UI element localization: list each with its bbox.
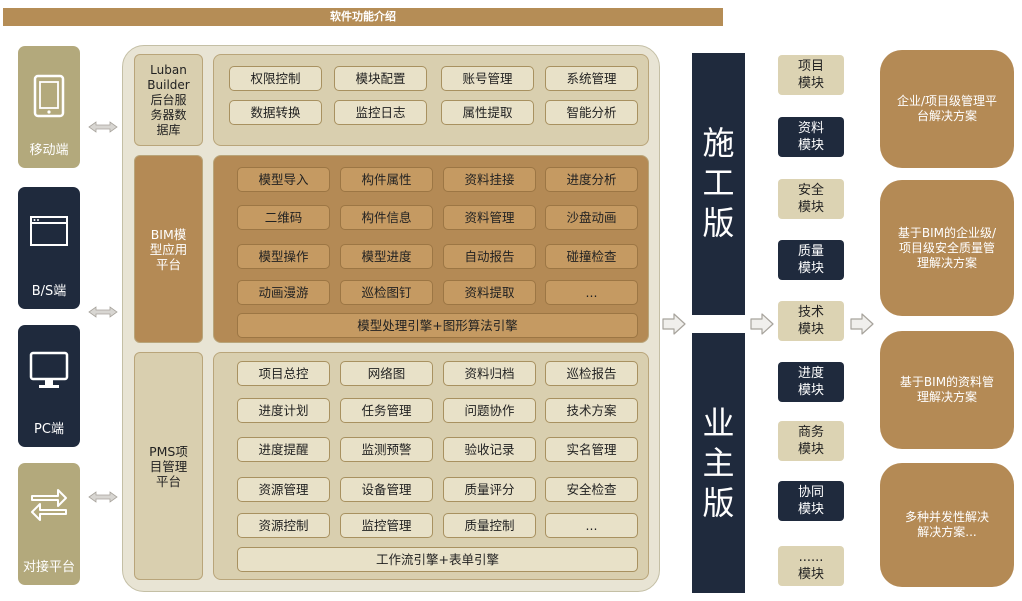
pms-module[interactable]: 质量控制 (443, 513, 536, 538)
module-card[interactable]: 进度 模块 (778, 362, 844, 402)
bim-module[interactable]: 模型进度 (340, 244, 433, 269)
luban-module[interactable]: 数据转换 (229, 100, 322, 125)
bidirectional-arrow-icon (88, 491, 118, 503)
module-card[interactable]: 技术 模块 (778, 301, 844, 341)
module-card[interactable]: ...... 模块 (778, 546, 844, 586)
pms-engine-bar: 工作流引擎+表单引擎 (237, 547, 638, 572)
luban-module[interactable]: 智能分析 (545, 100, 638, 125)
luban-module[interactable]: 账号管理 (441, 66, 534, 91)
client-label: PC端 (34, 422, 64, 437)
client-label: 对接平台 (22, 560, 75, 575)
bim-module[interactable]: 沙盘动画 (545, 205, 638, 230)
bim-module[interactable]: 碰撞检查 (545, 244, 638, 269)
client-bs: B/S端 (18, 187, 80, 309)
module-card[interactable]: 质量 模块 (778, 240, 844, 280)
solution-bubble[interactable]: 多种并发性解决 解决方案... (880, 463, 1014, 587)
exchange-arrows-icon (31, 489, 67, 521)
bim-module[interactable]: 进度分析 (545, 167, 638, 192)
luban-section-label: Luban Builder 后台服 务器数 据库 (134, 54, 203, 146)
luban-module[interactable]: 系统管理 (545, 66, 638, 91)
luban-module[interactable]: 属性提取 (441, 100, 534, 125)
construction-edition-panel[interactable]: 施 工 版 (692, 53, 745, 315)
owner-edition-panel[interactable]: 业 主 版 (692, 333, 745, 593)
pms-modules-panel: 项目总控 网络图 资料归档 巡检报告 进度计划 任务管理 问题协作 技术方案 进… (213, 352, 649, 580)
module-card[interactable]: 协同 模块 (778, 481, 844, 521)
pms-module[interactable]: 验收记录 (443, 437, 536, 462)
luban-module[interactable]: 监控日志 (334, 100, 427, 125)
client-mobile: 移动端 (18, 46, 80, 168)
pms-module[interactable]: 监测预警 (340, 437, 433, 462)
pms-module[interactable]: 问题协作 (443, 398, 536, 423)
bidirectional-arrow-icon (88, 121, 118, 133)
solution-bubble[interactable]: 基于BIM的资料管理解决方案 (880, 331, 1014, 449)
bim-module[interactable]: 模型导入 (237, 167, 330, 192)
tablet-icon (33, 74, 65, 118)
bim-module[interactable]: 二维码 (237, 205, 330, 230)
module-card[interactable]: 商务 模块 (778, 421, 844, 461)
pms-module[interactable]: 进度计划 (237, 398, 330, 423)
client-label: B/S端 (31, 284, 67, 299)
module-card[interactable]: 安全 模块 (778, 179, 844, 219)
pms-module[interactable]: 实名管理 (545, 437, 638, 462)
client-label: 移动端 (29, 143, 69, 158)
bim-module[interactable]: 资料挂接 (443, 167, 536, 192)
bim-engine-bar: 模型处理引擎+图形算法引擎 (237, 313, 638, 338)
bim-module[interactable]: 资料提取 (443, 280, 536, 305)
bim-module[interactable]: 资料管理 (443, 205, 536, 230)
solution-bubble[interactable]: 企业/项目级管理平台解决方案 (880, 50, 1014, 168)
pms-module[interactable]: 资源控制 (237, 513, 330, 538)
page-title: 软件功能介绍 (3, 8, 723, 26)
pms-module[interactable]: 网络图 (340, 361, 433, 386)
pms-module[interactable]: 资料归档 (443, 361, 536, 386)
pms-module[interactable]: 进度提醒 (237, 437, 330, 462)
bim-modules-panel: 模型导入 构件属性 资料挂接 进度分析 二维码 构件信息 资料管理 沙盘动画 模… (213, 155, 649, 343)
client-pc: PC端 (18, 325, 80, 447)
pms-module[interactable]: 监控管理 (340, 513, 433, 538)
module-card[interactable]: 资料 模块 (778, 117, 844, 157)
bim-module[interactable]: 构件信息 (340, 205, 433, 230)
right-arrow-icon (662, 313, 686, 335)
pms-module[interactable]: 技术方案 (545, 398, 638, 423)
right-arrow-icon (750, 313, 774, 335)
browser-window-icon (30, 216, 68, 246)
pms-module[interactable]: 项目总控 (237, 361, 330, 386)
bim-section-label: BIM模 型应用 平台 (134, 155, 203, 343)
bim-module[interactable]: 构件属性 (340, 167, 433, 192)
pms-section-label: PMS项 目管理 平台 (134, 352, 203, 580)
bim-module[interactable]: 自动报告 (443, 244, 536, 269)
pms-module[interactable]: 任务管理 (340, 398, 433, 423)
module-card[interactable]: 项目 模块 (778, 55, 844, 95)
monitor-icon (29, 351, 69, 388)
bim-module[interactable]: 动画漫游 (237, 280, 330, 305)
pms-module[interactable]: 质量评分 (443, 477, 536, 502)
pms-module[interactable]: 设备管理 (340, 477, 433, 502)
client-integration: 对接平台 (18, 463, 80, 585)
pms-module[interactable]: 资源管理 (237, 477, 330, 502)
bim-module[interactable]: 模型操作 (237, 244, 330, 269)
bidirectional-arrow-icon (88, 306, 118, 318)
solution-bubble[interactable]: 基于BIM的企业级/项目级安全质量管理解决方案 (880, 180, 1014, 316)
luban-module[interactable]: 模块配置 (334, 66, 427, 91)
pms-module[interactable]: 巡检报告 (545, 361, 638, 386)
luban-module[interactable]: 权限控制 (229, 66, 322, 91)
pms-module[interactable]: 安全检查 (545, 477, 638, 502)
bim-module[interactable]: ... (545, 280, 638, 305)
bim-module[interactable]: 巡检图钉 (340, 280, 433, 305)
right-arrow-icon (850, 313, 874, 335)
pms-module[interactable]: ... (545, 513, 638, 538)
luban-modules-panel: 权限控制 模块配置 账号管理 系统管理 数据转换 监控日志 属性提取 智能分析 (213, 54, 649, 146)
